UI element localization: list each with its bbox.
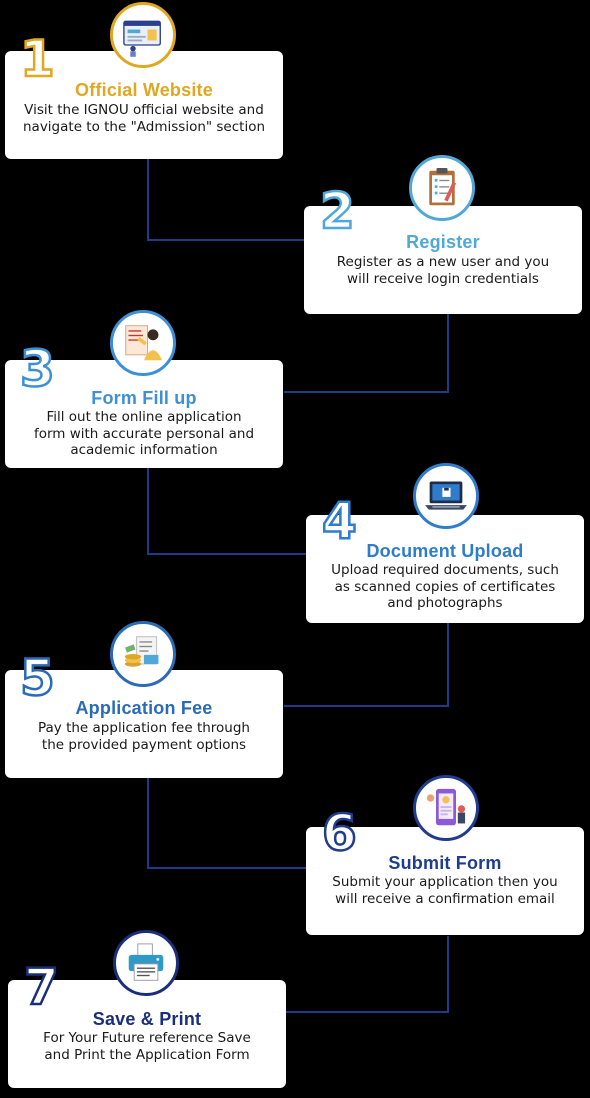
submit-form-phone-icon bbox=[413, 775, 479, 841]
step-title: Document Upload bbox=[366, 541, 524, 561]
clipboard-checklist-icon bbox=[409, 155, 475, 221]
fee-payment-icon bbox=[110, 621, 176, 687]
person-writing-form-icon bbox=[110, 310, 176, 376]
laptop-upload-icon bbox=[413, 463, 479, 529]
step-number: 2 bbox=[319, 182, 356, 240]
step-card-document-upload: Document Upload Upload required document… bbox=[306, 515, 584, 623]
step-number: 6 bbox=[321, 804, 358, 862]
step-card-form-fill-up: Form Fill up Fill out the online applica… bbox=[5, 360, 283, 468]
step-card-save-print: Save & Print For Your Future reference S… bbox=[8, 980, 286, 1088]
step-title: Save & Print bbox=[92, 1009, 202, 1029]
website-browser-icon bbox=[110, 2, 176, 68]
step-title: Official Website bbox=[75, 80, 213, 100]
step-card-submit-form: Submit Form Submit your application then… bbox=[306, 827, 584, 935]
step-title: Form Fill up bbox=[91, 388, 197, 408]
printer-icon bbox=[113, 930, 179, 996]
step-card-application-fee: Application Fee Pay the application fee … bbox=[5, 670, 283, 778]
step-number: 5 bbox=[19, 649, 56, 707]
step-card-official-website: Official Website Visit the IGNOU officia… bbox=[5, 51, 283, 159]
step-number: 7 bbox=[23, 958, 60, 1016]
step-number: 1 bbox=[19, 30, 56, 88]
step-number: 4 bbox=[321, 492, 358, 550]
step-title: Submit Form bbox=[388, 853, 502, 873]
step-title: Register bbox=[406, 232, 480, 252]
step-number: 3 bbox=[19, 340, 56, 398]
step-title: Application Fee bbox=[75, 698, 213, 718]
